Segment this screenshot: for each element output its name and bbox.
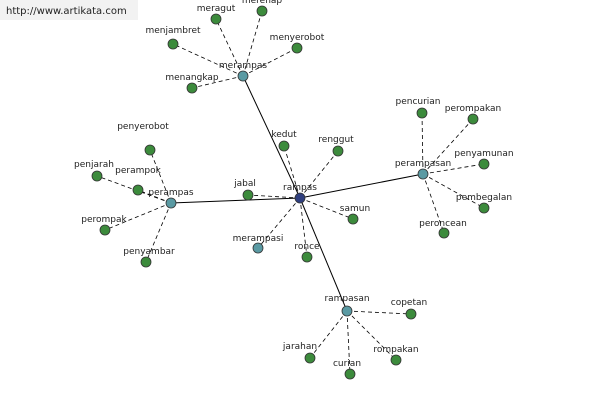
edge-perampasan-pencurian bbox=[421, 112, 424, 175]
label-perampok: perampok bbox=[115, 166, 161, 176]
node-jarahan[interactable] bbox=[304, 352, 316, 364]
label-kedut: kedut bbox=[271, 130, 297, 140]
node-kedut[interactable] bbox=[278, 140, 290, 152]
node-perompakan[interactable] bbox=[467, 113, 479, 125]
edge-merampas-meragut bbox=[215, 18, 244, 77]
node-peroncean[interactable] bbox=[438, 227, 450, 239]
node-meragut[interactable] bbox=[210, 13, 222, 25]
node-perampok[interactable] bbox=[132, 184, 144, 196]
edge-rampas-samun bbox=[299, 197, 354, 220]
node-merampas[interactable] bbox=[237, 70, 249, 82]
label-copetan: copetan bbox=[391, 298, 427, 308]
label-penyerobot: penyerobot bbox=[117, 122, 169, 132]
node-curian[interactable] bbox=[344, 368, 356, 380]
label-perampasan: perampasan bbox=[395, 159, 451, 169]
edge-rampas-merampasi bbox=[257, 197, 301, 249]
node-penyerobot[interactable] bbox=[144, 144, 156, 156]
edge-perampas-penyerobot bbox=[149, 149, 172, 204]
edge-rampas-kedut bbox=[283, 145, 301, 199]
label-rampas: rampas bbox=[283, 183, 317, 193]
label-menangkap: menangkap bbox=[165, 73, 219, 83]
node-rampasan[interactable] bbox=[341, 305, 353, 317]
node-ronce[interactable] bbox=[301, 251, 313, 263]
label-pencurian: pencurian bbox=[395, 97, 440, 107]
node-penyamunan[interactable] bbox=[478, 158, 490, 170]
edge-perampasan-penyamunan bbox=[422, 163, 485, 175]
label-penyambar: penyambar bbox=[123, 247, 175, 257]
label-peroncean: peroncean bbox=[419, 219, 467, 229]
node-menangkap[interactable] bbox=[186, 82, 198, 94]
node-renggut[interactable] bbox=[332, 145, 344, 157]
node-perompak[interactable] bbox=[99, 224, 111, 236]
edge-perampas-penjarah bbox=[96, 175, 172, 204]
edge-perampas-perampok bbox=[137, 189, 172, 204]
edge-rampasan-copetan bbox=[346, 310, 412, 315]
label-penyamunan: penyamunan bbox=[454, 149, 513, 159]
label-rampasan: rampasan bbox=[324, 294, 369, 304]
edge-rampasan-curian bbox=[346, 310, 351, 375]
edge-rampas-rampasan bbox=[299, 197, 348, 312]
label-menyerobot: menyerobot bbox=[270, 33, 325, 43]
label-meragut: meragut bbox=[197, 4, 236, 14]
node-pencurian[interactable] bbox=[416, 107, 428, 119]
edge-rampas-merampas bbox=[242, 75, 301, 199]
node-perampas[interactable] bbox=[165, 197, 177, 209]
label-rompakan: rompakan bbox=[373, 345, 418, 355]
edges-layer bbox=[96, 10, 485, 375]
label-curian: curian bbox=[333, 359, 361, 369]
node-penjarah[interactable] bbox=[91, 170, 103, 182]
label-perampas: perampas bbox=[148, 188, 193, 198]
edge-perampasan-pembegalan bbox=[422, 173, 485, 209]
edge-perampasan-perompakan bbox=[422, 118, 474, 175]
label-samun: samun bbox=[340, 204, 370, 214]
node-merenap[interactable] bbox=[256, 5, 268, 17]
node-rompakan[interactable] bbox=[390, 354, 402, 366]
edge-merampas-menangkap bbox=[191, 75, 244, 89]
edge-merampas-menyerobot bbox=[242, 47, 298, 77]
label-merampas: merampas bbox=[219, 61, 268, 71]
node-perampasan[interactable] bbox=[417, 168, 429, 180]
edge-merampas-merenap bbox=[242, 10, 263, 77]
node-jabal[interactable] bbox=[242, 189, 254, 201]
label-ronce: ronce bbox=[294, 242, 320, 252]
label-jarahan: jarahan bbox=[282, 342, 317, 352]
node-penyambar[interactable] bbox=[140, 256, 152, 268]
label-renggut: renggut bbox=[318, 135, 354, 145]
edge-rampas-ronce bbox=[299, 197, 308, 258]
edge-rampasan-jarahan bbox=[309, 310, 348, 359]
node-rampas[interactable] bbox=[294, 192, 306, 204]
edge-perampas-perompak bbox=[104, 202, 172, 231]
label-jabal: jabal bbox=[233, 179, 256, 189]
edge-rampas-renggut bbox=[299, 150, 339, 199]
node-copetan[interactable] bbox=[405, 308, 417, 320]
url-banner-box bbox=[0, 0, 138, 20]
edge-rampas-perampas bbox=[170, 197, 301, 204]
label-merenap: merenap bbox=[242, 0, 283, 6]
node-samun[interactable] bbox=[347, 213, 359, 225]
edge-merampas-menjambret bbox=[172, 43, 244, 77]
label-merampasi: merampasi bbox=[233, 234, 284, 244]
node-pembegalan[interactable] bbox=[478, 202, 490, 214]
label-menjambret: menjambret bbox=[145, 26, 201, 36]
node-merampasi[interactable] bbox=[252, 242, 264, 254]
node-menjambret[interactable] bbox=[167, 38, 179, 50]
node-menyerobot[interactable] bbox=[291, 42, 303, 54]
label-perompakan: perompakan bbox=[445, 104, 502, 114]
label-pembegalan: pembegalan bbox=[456, 193, 512, 203]
nodes-layer bbox=[91, 5, 490, 380]
labels-layer: rampas merampas perampasan perampas rampasan… bbox=[74, 0, 514, 369]
url-banner[interactable]: http://www.artikata.com bbox=[0, 0, 138, 20]
edge-rampas-perampasan bbox=[299, 173, 424, 199]
edge-rampasan-rompakan bbox=[346, 310, 397, 361]
edge-rampas-jabal bbox=[247, 194, 301, 199]
edge-perampasan-peroncean bbox=[422, 173, 445, 234]
label-perompak: perompak bbox=[81, 215, 127, 225]
label-penjarah: penjarah bbox=[74, 160, 114, 170]
edge-perampas-penyambar bbox=[145, 202, 172, 263]
source-url[interactable]: http://www.artikata.com bbox=[6, 6, 127, 17]
